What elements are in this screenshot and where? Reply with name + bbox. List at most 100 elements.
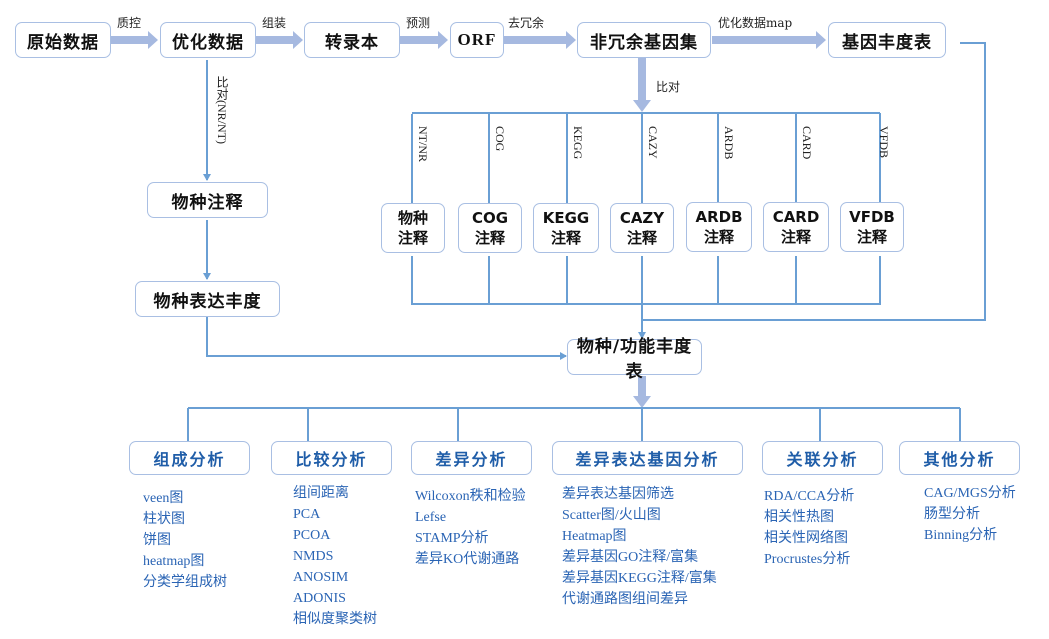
annotation-box-vfdb: VFDB 注释 (840, 202, 904, 252)
abundance-table-label: 物种/功能丰度表 (576, 337, 693, 382)
annotation-box-species: 物种注释 (381, 203, 445, 253)
predict-edge-label: 预测 (406, 16, 431, 30)
annotation-line1: KEGG (542, 209, 590, 227)
list-item: veen图 (143, 491, 184, 506)
deg-item-list: 差异表达基因筛选 Scatter图/火山图 Heatmap图 差异基因GO注释/… (562, 484, 717, 610)
transcripts-box: 转录本 (304, 22, 400, 58)
db-label-cazy: CAZY (646, 126, 660, 159)
category-title: 差异分析 (435, 450, 508, 469)
list-item: RDA/CCA分析 (764, 489, 855, 504)
category-title: 组成分析 (153, 450, 226, 469)
list-item: heatmap图 (143, 554, 205, 569)
gene-abundance-label: 基因丰度表 (842, 32, 932, 53)
db-label-ntnr: NT/NR (416, 126, 430, 162)
arrow-assemble (255, 31, 303, 49)
category-deg: 差异表达基因分析 (552, 441, 743, 475)
list-item: 分类学组成树 (143, 575, 227, 590)
thin-lines (187, 42, 986, 441)
arrow-align-down (633, 58, 651, 112)
annotation-line1: CARD (772, 208, 820, 226)
gene-abundance-box: 基因丰度表 (828, 22, 946, 58)
arrow-map (712, 31, 826, 49)
other-item-list: CAG/MGS分析 肠型分析 Binning分析 (924, 483, 1016, 546)
list-item: 柱状图 (143, 512, 185, 527)
composition-item-list: veen图 柱状图 饼图 heatmap图 分类学组成树 (143, 488, 227, 593)
map-edge-label: 优化数据map (718, 16, 793, 30)
annotation-line1: 物种 (397, 209, 428, 227)
list-item: 差异基因GO注释/富集 (562, 550, 699, 565)
annotation-line2: 注释 (856, 228, 887, 246)
correlation-item-list: RDA/CCA分析 相关性热图 相关性网络图 Procrustes分析 (764, 486, 854, 570)
list-item: 组间距离 (293, 486, 349, 501)
list-item: Lefse (415, 510, 447, 525)
annotation-line2: 注释 (550, 229, 581, 247)
annotation-box-kegg: KEGG 注释 (533, 203, 599, 253)
annotation-line2: 注释 (780, 228, 811, 246)
difference-item-list: Wilcoxon秩和检验 Lefse STAMP分析 差异KO代谢通路 (415, 486, 526, 570)
category-title: 关联分析 (786, 450, 859, 469)
list-item: Heatmap图 (562, 529, 627, 544)
category-title: 比较分析 (295, 450, 368, 469)
comparison-item-list: 组间距离 PCA PCOA NMDS ANOSIM ADONIS 相似度聚类树 (293, 483, 377, 630)
orf-label: ORF (457, 30, 497, 49)
list-item: NMDS (293, 549, 334, 564)
annotation-line1: VFDB (849, 208, 895, 226)
annotation-line1: CAZY (619, 209, 665, 227)
annotation-box-ardb: ARDB 注释 (686, 202, 752, 252)
clean-data-label: 优化数据 (172, 32, 244, 53)
list-item: Binning分析 (924, 528, 998, 543)
list-item: CAG/MGS分析 (924, 486, 1016, 501)
species-annotation-label: 物种注释 (171, 192, 244, 213)
list-item: ADONIS (293, 591, 346, 606)
annotation-box-cog: COG 注释 (458, 203, 522, 253)
clean-data-box: 优化数据 (160, 22, 256, 58)
db-label-cog: COG (493, 126, 507, 152)
list-item: PCOA (293, 528, 331, 543)
annotation-line2: 注释 (474, 229, 505, 247)
list-item: 差异KO代谢通路 (415, 552, 520, 567)
list-item: STAMP分析 (415, 531, 489, 546)
nr-gene-set-box: 非冗余基因集 (577, 22, 711, 58)
list-item: 代谢通路图组间差异 (562, 592, 688, 607)
qc-edge-label: 质控 (117, 16, 142, 30)
list-item: 肠型分析 (924, 507, 980, 522)
assemble-edge-label: 组装 (262, 16, 287, 30)
db-label-ardb: ARDB (722, 126, 736, 160)
category-composition: 组成分析 (129, 441, 250, 475)
abundance-table-box: 物种/功能丰度表 (567, 337, 702, 382)
list-item: 饼图 (143, 533, 171, 548)
db-label-vfdb: VFDB (877, 126, 891, 159)
arrow-qc (110, 31, 158, 49)
annotation-line1: COG (471, 209, 509, 227)
category-comparison: 比较分析 (271, 441, 392, 475)
orf-box: ORF (450, 22, 504, 58)
arrow-predict (400, 31, 448, 49)
nr-gene-set-label: 非冗余基因集 (590, 32, 698, 53)
arrow-dedup (503, 31, 576, 49)
list-item: Wilcoxon秩和检验 (415, 489, 526, 504)
category-title: 差异表达基因分析 (575, 450, 720, 469)
list-item: Procrustes分析 (764, 552, 851, 567)
list-item: 相关性热图 (764, 510, 834, 525)
align-edge-label: 比对 (656, 80, 681, 94)
category-correlation: 关联分析 (762, 441, 883, 475)
species-abundance-box: 物种表达丰度 (135, 281, 280, 317)
annotation-line2: 注释 (397, 229, 428, 247)
db-label-kegg: KEGG (571, 126, 585, 160)
species-abundance-label: 物种表达丰度 (153, 291, 262, 312)
db-label-card: CARD (800, 126, 814, 160)
category-title: 其他分析 (923, 450, 996, 469)
list-item: 相关性网络图 (764, 531, 848, 546)
category-other: 其他分析 (899, 441, 1020, 475)
raw-data-label: 原始数据 (27, 32, 99, 53)
annotation-box-card: CARD 注释 (763, 202, 829, 252)
species-annotation-box: 物种注释 (147, 182, 268, 218)
list-item: Scatter图/火山图 (562, 508, 661, 523)
dedup-edge-label: 去冗余 (508, 16, 545, 30)
annotation-line2: 注释 (703, 228, 734, 246)
annotation-line1: ARDB (695, 208, 743, 226)
category-difference: 差异分析 (411, 441, 532, 475)
list-item: ANOSIM (293, 570, 349, 585)
